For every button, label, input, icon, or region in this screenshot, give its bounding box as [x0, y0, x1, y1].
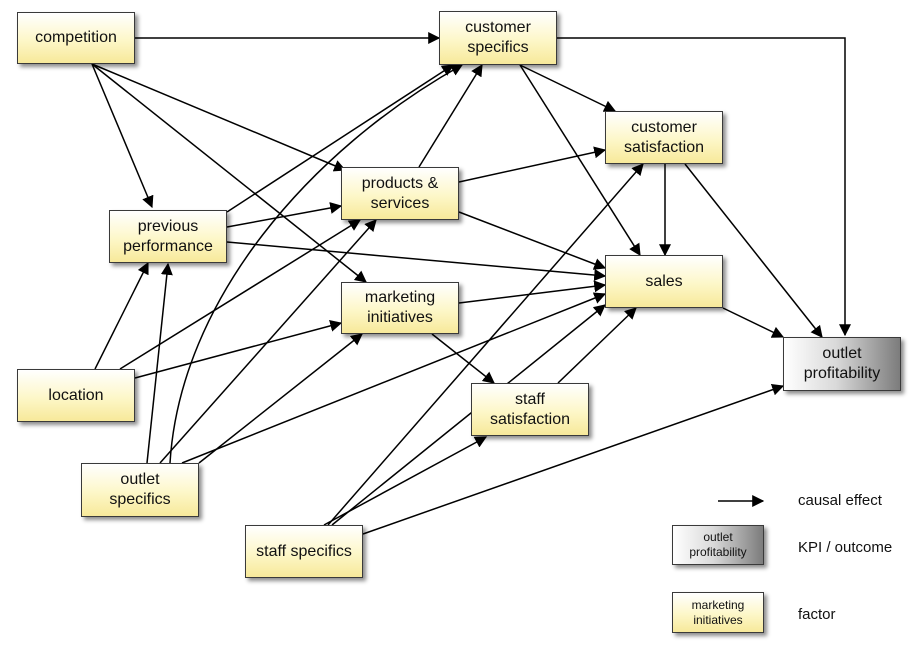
node-staff-satisfaction: staff satisfaction: [471, 383, 589, 436]
edge-staff-specifics-to-customer-satisfaction: [327, 163, 644, 526]
node-outlet-profitability: outlet profitability: [783, 337, 901, 391]
edge-previous-performance-to-sales: [226, 241, 607, 282]
node-marketing-initiatives: marketing initiatives: [341, 282, 459, 334]
node-label: sales: [645, 272, 683, 290]
node-label: competition: [35, 29, 117, 46]
edge-previous-performance-to-customer-specifics: [226, 64, 455, 213]
edge-location-to-previous-performance: [94, 261, 149, 370]
edge-marketing-initiatives-to-staff-satisfaction: [431, 333, 495, 384]
edge-competition-to-marketing-initiatives: [91, 63, 367, 283]
edge-competition-to-products-services: [91, 63, 347, 172]
node-label: products & services: [361, 174, 439, 212]
edge-products-services-to-customer-specifics: [418, 63, 483, 168]
node-label: customer satisfaction: [623, 118, 705, 156]
edge-outlet-specifics-to-previous-performance: [146, 262, 173, 464]
edge-products-services-to-sales: [458, 211, 607, 270]
legend-factor-sample-label: marketing initiatives: [691, 597, 745, 627]
edge-staff-specifics-to-staff-satisfaction: [323, 436, 488, 526]
node-label: previous performance: [123, 217, 213, 255]
node-label: outlet specifics: [109, 471, 171, 508]
edge-customer-satisfaction-to-outlet-profitability: [684, 163, 823, 338]
edge-customer-specifics-to-customer-satisfaction: [519, 64, 617, 112]
edge-marketing-initiatives-to-sales: [458, 280, 607, 304]
node-location: location: [17, 369, 135, 422]
node-sales: sales: [605, 255, 723, 308]
node-customer-satisfaction: customer satisfaction: [605, 111, 723, 164]
node-competition: competition: [17, 12, 135, 64]
node-customer-specifics: customer specifics: [439, 11, 557, 65]
node-previous-performance: previous performance: [109, 210, 227, 263]
edge-location-to-marketing-initiatives: [134, 319, 343, 379]
node-label: outlet profitability: [803, 345, 881, 382]
edge-customer-specifics-to-outlet-profitability: [557, 37, 851, 337]
edge-customer-specifics-to-sales: [519, 64, 641, 257]
edge-outlet-specifics-to-sales: [181, 292, 607, 464]
node-label: location: [48, 386, 104, 404]
node-label: staff satisfaction: [489, 390, 571, 428]
legend-kpi-sample-label: outlet profitability: [689, 530, 747, 559]
node-label: staff specifics: [256, 542, 352, 560]
legend-kpi-label: KPI / outcome: [798, 539, 893, 556]
edge-competition-to-previous-performance: [91, 63, 154, 209]
legend-factor-label: factor: [798, 606, 836, 623]
node-products-services: products & services: [341, 167, 459, 220]
node-label: marketing initiatives: [364, 289, 436, 326]
edge-outlet-specifics-to-products-services: [159, 219, 377, 464]
edge-staff-specifics-to-sales: [331, 304, 606, 526]
legend-factor-sample: marketing initiatives: [672, 592, 764, 633]
edge-outlet-specifics-to-customer-specifics: [169, 64, 464, 464]
edge-staff-specifics-to-outlet-profitability: [362, 383, 785, 535]
legend-arrow-label: causal effect: [798, 492, 882, 509]
node-label: customer specifics: [465, 19, 531, 56]
edge-sales-to-outlet-profitability: [722, 307, 785, 338]
node-staff-specifics: staff specifics: [245, 525, 363, 578]
edge-staff-satisfaction-to-sales: [557, 307, 637, 384]
node-outlet-specifics: outlet specifics: [81, 463, 199, 517]
edge-products-services-to-customer-satisfaction: [458, 146, 607, 183]
legend-kpi-sample: outlet profitability: [672, 525, 764, 565]
edge-group: [91, 32, 851, 535]
edge-previous-performance-to-products-services: [226, 202, 343, 228]
edge-outlet-specifics-to-marketing-initiatives: [198, 333, 363, 464]
